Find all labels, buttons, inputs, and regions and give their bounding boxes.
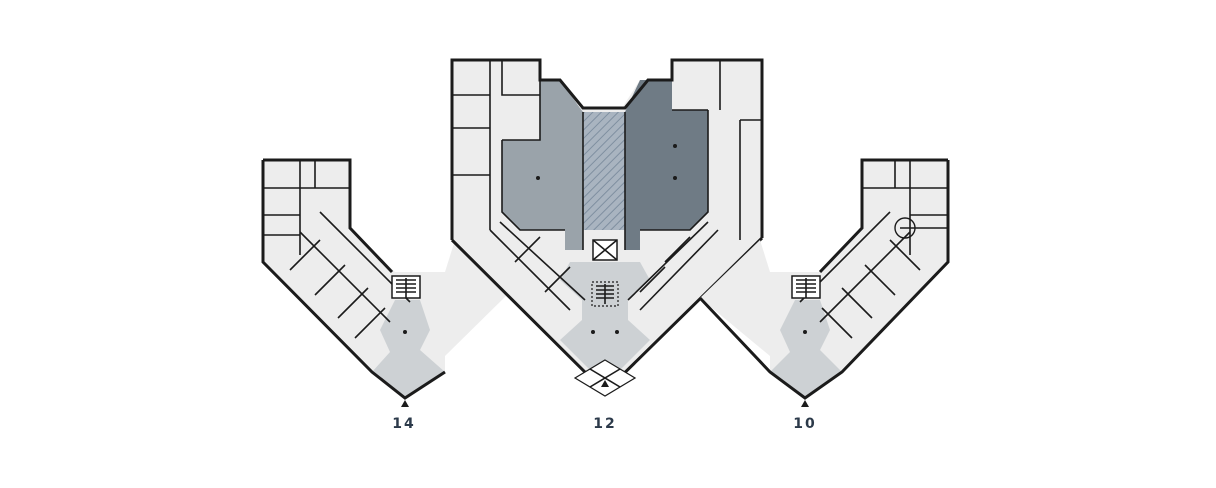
entrance-10-icon [801, 400, 809, 407]
building-label-10: 10 [793, 416, 817, 432]
building-10[interactable] [698, 158, 950, 407]
entrance-12-icon [601, 380, 609, 387]
building-label-12: 12 [593, 416, 617, 432]
building-14[interactable] [261, 158, 510, 407]
entrance-14-icon [401, 400, 409, 407]
building-label-14: 14 [392, 416, 416, 432]
building-12[interactable] [450, 58, 764, 397]
